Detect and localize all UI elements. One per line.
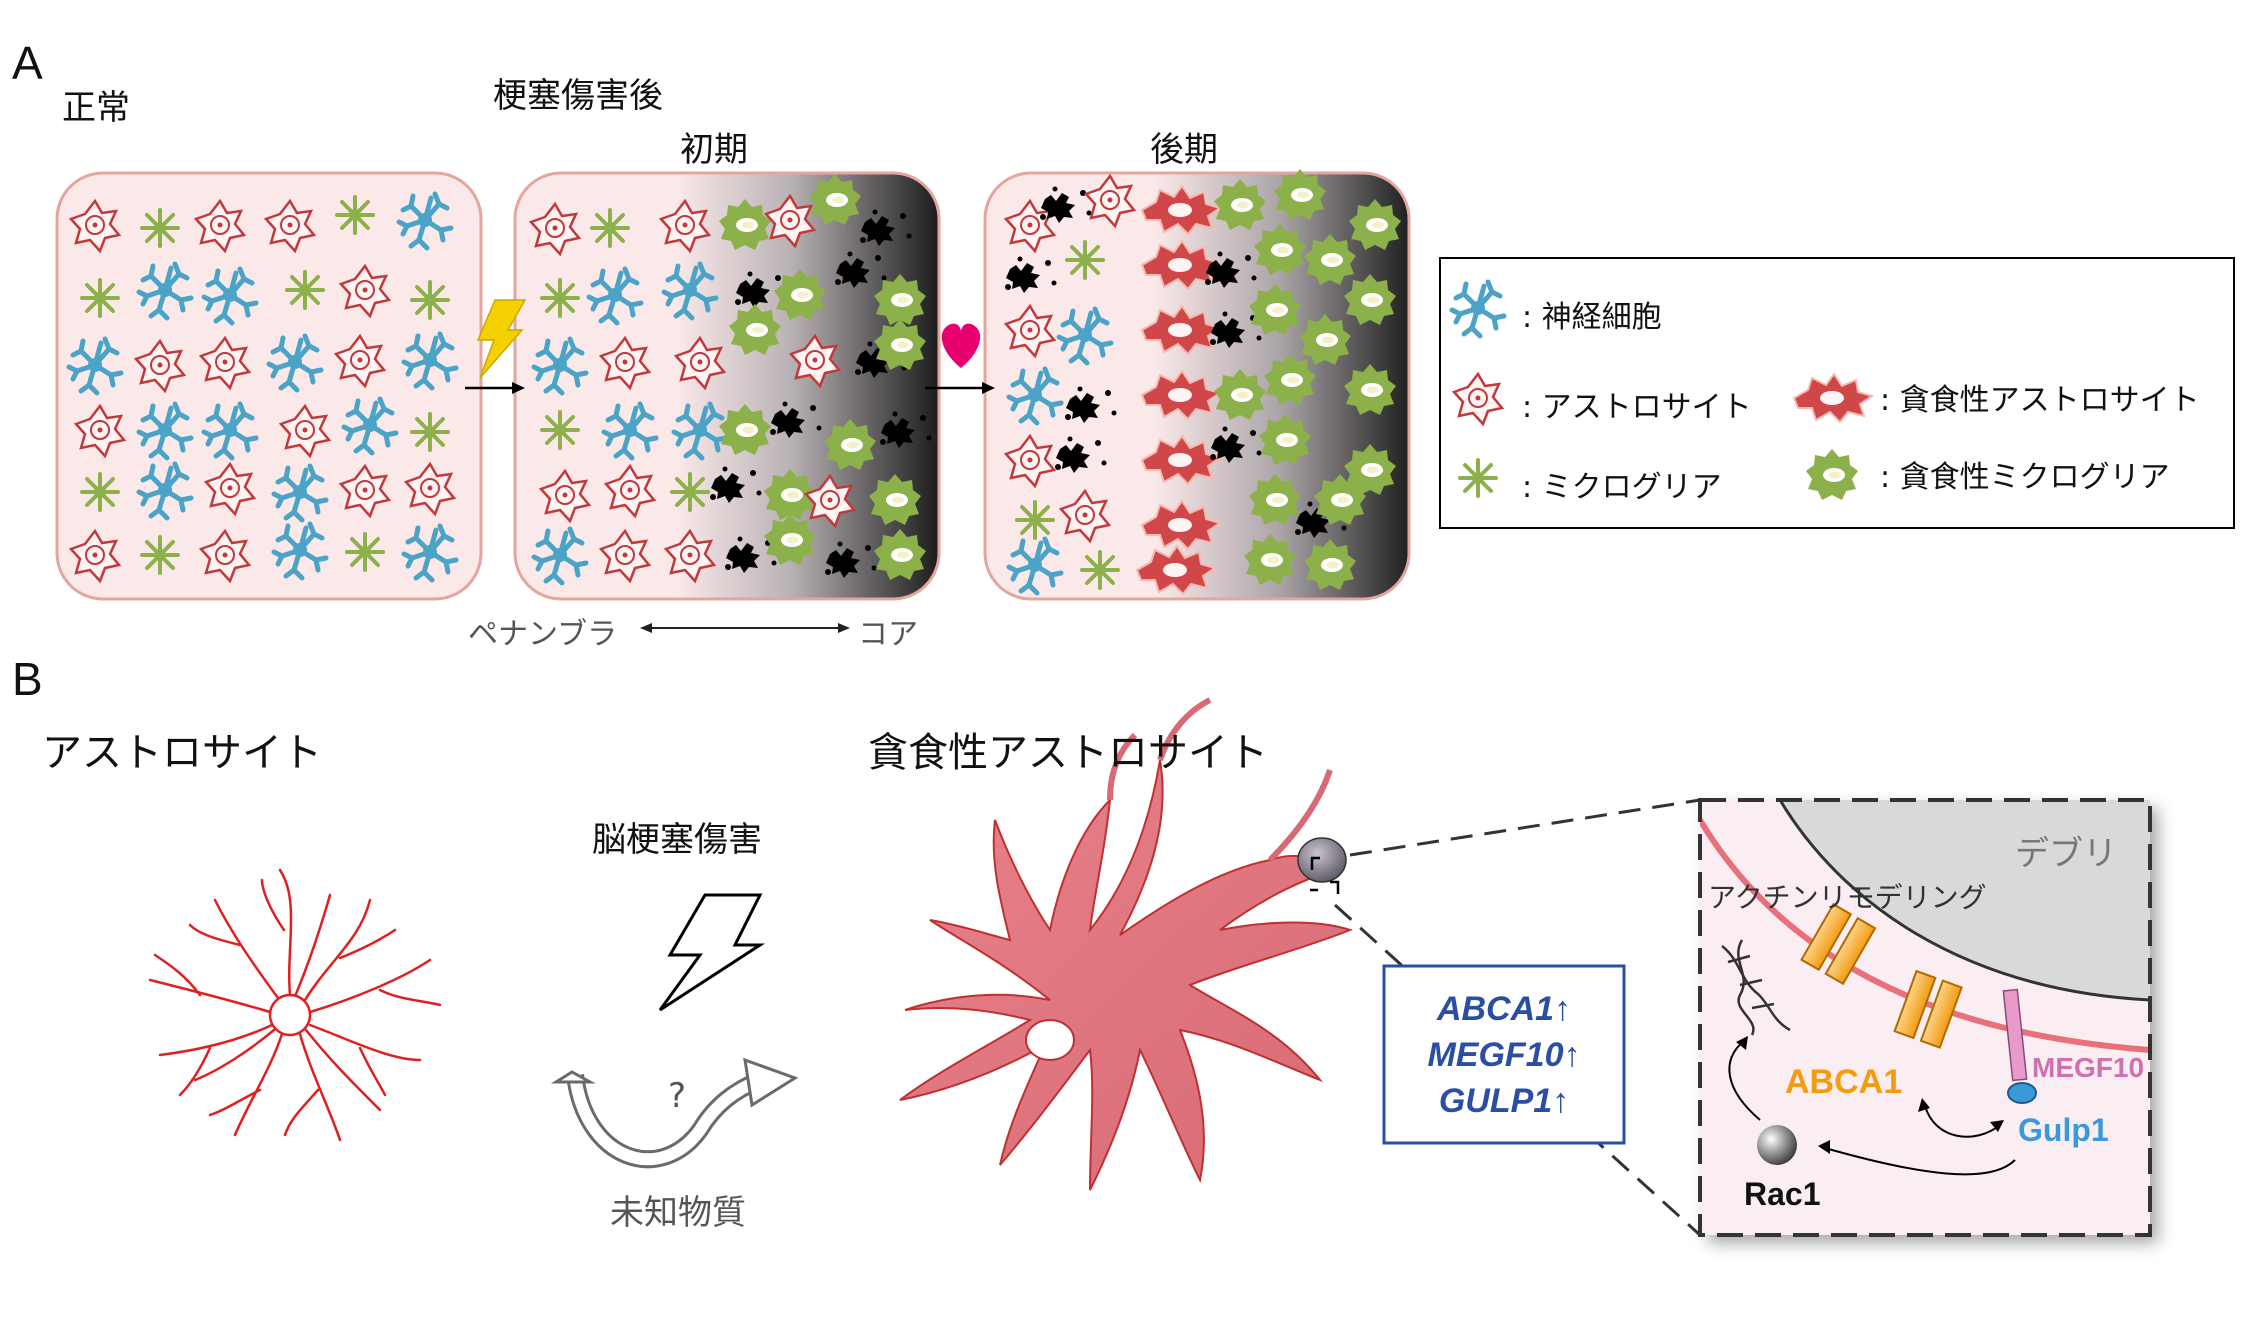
- debris-label: デブリ: [2015, 834, 2117, 874]
- signaling-arrows: [1728, 1039, 2016, 1176]
- phago-astrocyte-title: 貪食性アストロサイト: [868, 730, 1268, 776]
- arrow-normal-to-early: [465, 382, 525, 394]
- gene-box: [1382, 964, 1626, 1145]
- legend-neuron-label: : 神経細胞: [1522, 300, 1662, 335]
- late-label: 後期: [1150, 130, 1218, 170]
- unknown-substance-arrow: [550, 1057, 799, 1169]
- astrocyte-title: アストロサイト: [42, 730, 322, 776]
- question-mark: ?: [668, 1076, 687, 1116]
- late-tissue-box: [983, 169, 1411, 601]
- gulp1-icon: [2007, 1082, 2037, 1104]
- resting-astrocyte: [148, 868, 442, 1142]
- legend-phago-astrocyte-label: : 貪食性アストロサイト: [1880, 383, 2200, 418]
- megf10-receptor-icon: [2002, 988, 2028, 1082]
- penumbra-core-arrow: [640, 623, 850, 633]
- panel-b-letter: B: [12, 653, 43, 705]
- phagocytic-astrocyte: [899, 697, 1353, 1191]
- megf10-label: MEGF10: [2032, 1052, 2145, 1083]
- unknown-substance-label: 未知物質: [610, 1193, 746, 1233]
- abca1-label: ABCA1: [1785, 1063, 1903, 1101]
- gene-abca1: ABCA1↑: [1436, 990, 1572, 1028]
- legend-box: [1439, 257, 2235, 529]
- early-label: 初期: [680, 130, 748, 170]
- penumbra-label: ペナンブラ: [468, 617, 618, 652]
- gene-megf10: MEGF10↑: [1427, 1036, 1581, 1074]
- panel-a-letter: A: [12, 37, 43, 89]
- lightning-icon: [476, 299, 527, 379]
- actin-remodeling-label: アクチンリモデリング: [1708, 881, 1987, 914]
- core-label: コア: [858, 617, 918, 652]
- heart-icon: [941, 323, 981, 368]
- gene-list: ABCA1↑ MEGF10↑ GULP1↑: [1384, 986, 1624, 1124]
- early-tissue-box: [513, 171, 941, 601]
- after-infarct-label: 梗塞傷害後: [493, 76, 663, 116]
- legend-astrocyte-label: : アストロサイト: [1522, 390, 1752, 425]
- gene-gulp1: GULP1↑: [1438, 1082, 1570, 1120]
- arrow-early-to-late: [925, 382, 995, 394]
- abca1-transporter-icon: [1800, 902, 1963, 1049]
- normal-tissue-box: [55, 171, 483, 601]
- gulp1-label: Gulp1: [2018, 1112, 2109, 1148]
- normal-label: 正常: [62, 88, 130, 128]
- actin-filament-icon: [1721, 939, 1791, 1036]
- injury-lightning-icon: [658, 893, 766, 1012]
- legend-microglia-icon: [1458, 458, 1498, 498]
- rac1-icon: [1757, 1125, 1797, 1165]
- injury-label: 脳梗塞傷害: [592, 820, 762, 860]
- inset-contents: [1698, 798, 2152, 1237]
- rac1-label: Rac1: [1744, 1176, 1821, 1212]
- legend-phago-microglia-label: : 貪食性ミクログリア: [1880, 460, 2170, 495]
- legend-microglia-label: : ミクログリア: [1522, 470, 1722, 505]
